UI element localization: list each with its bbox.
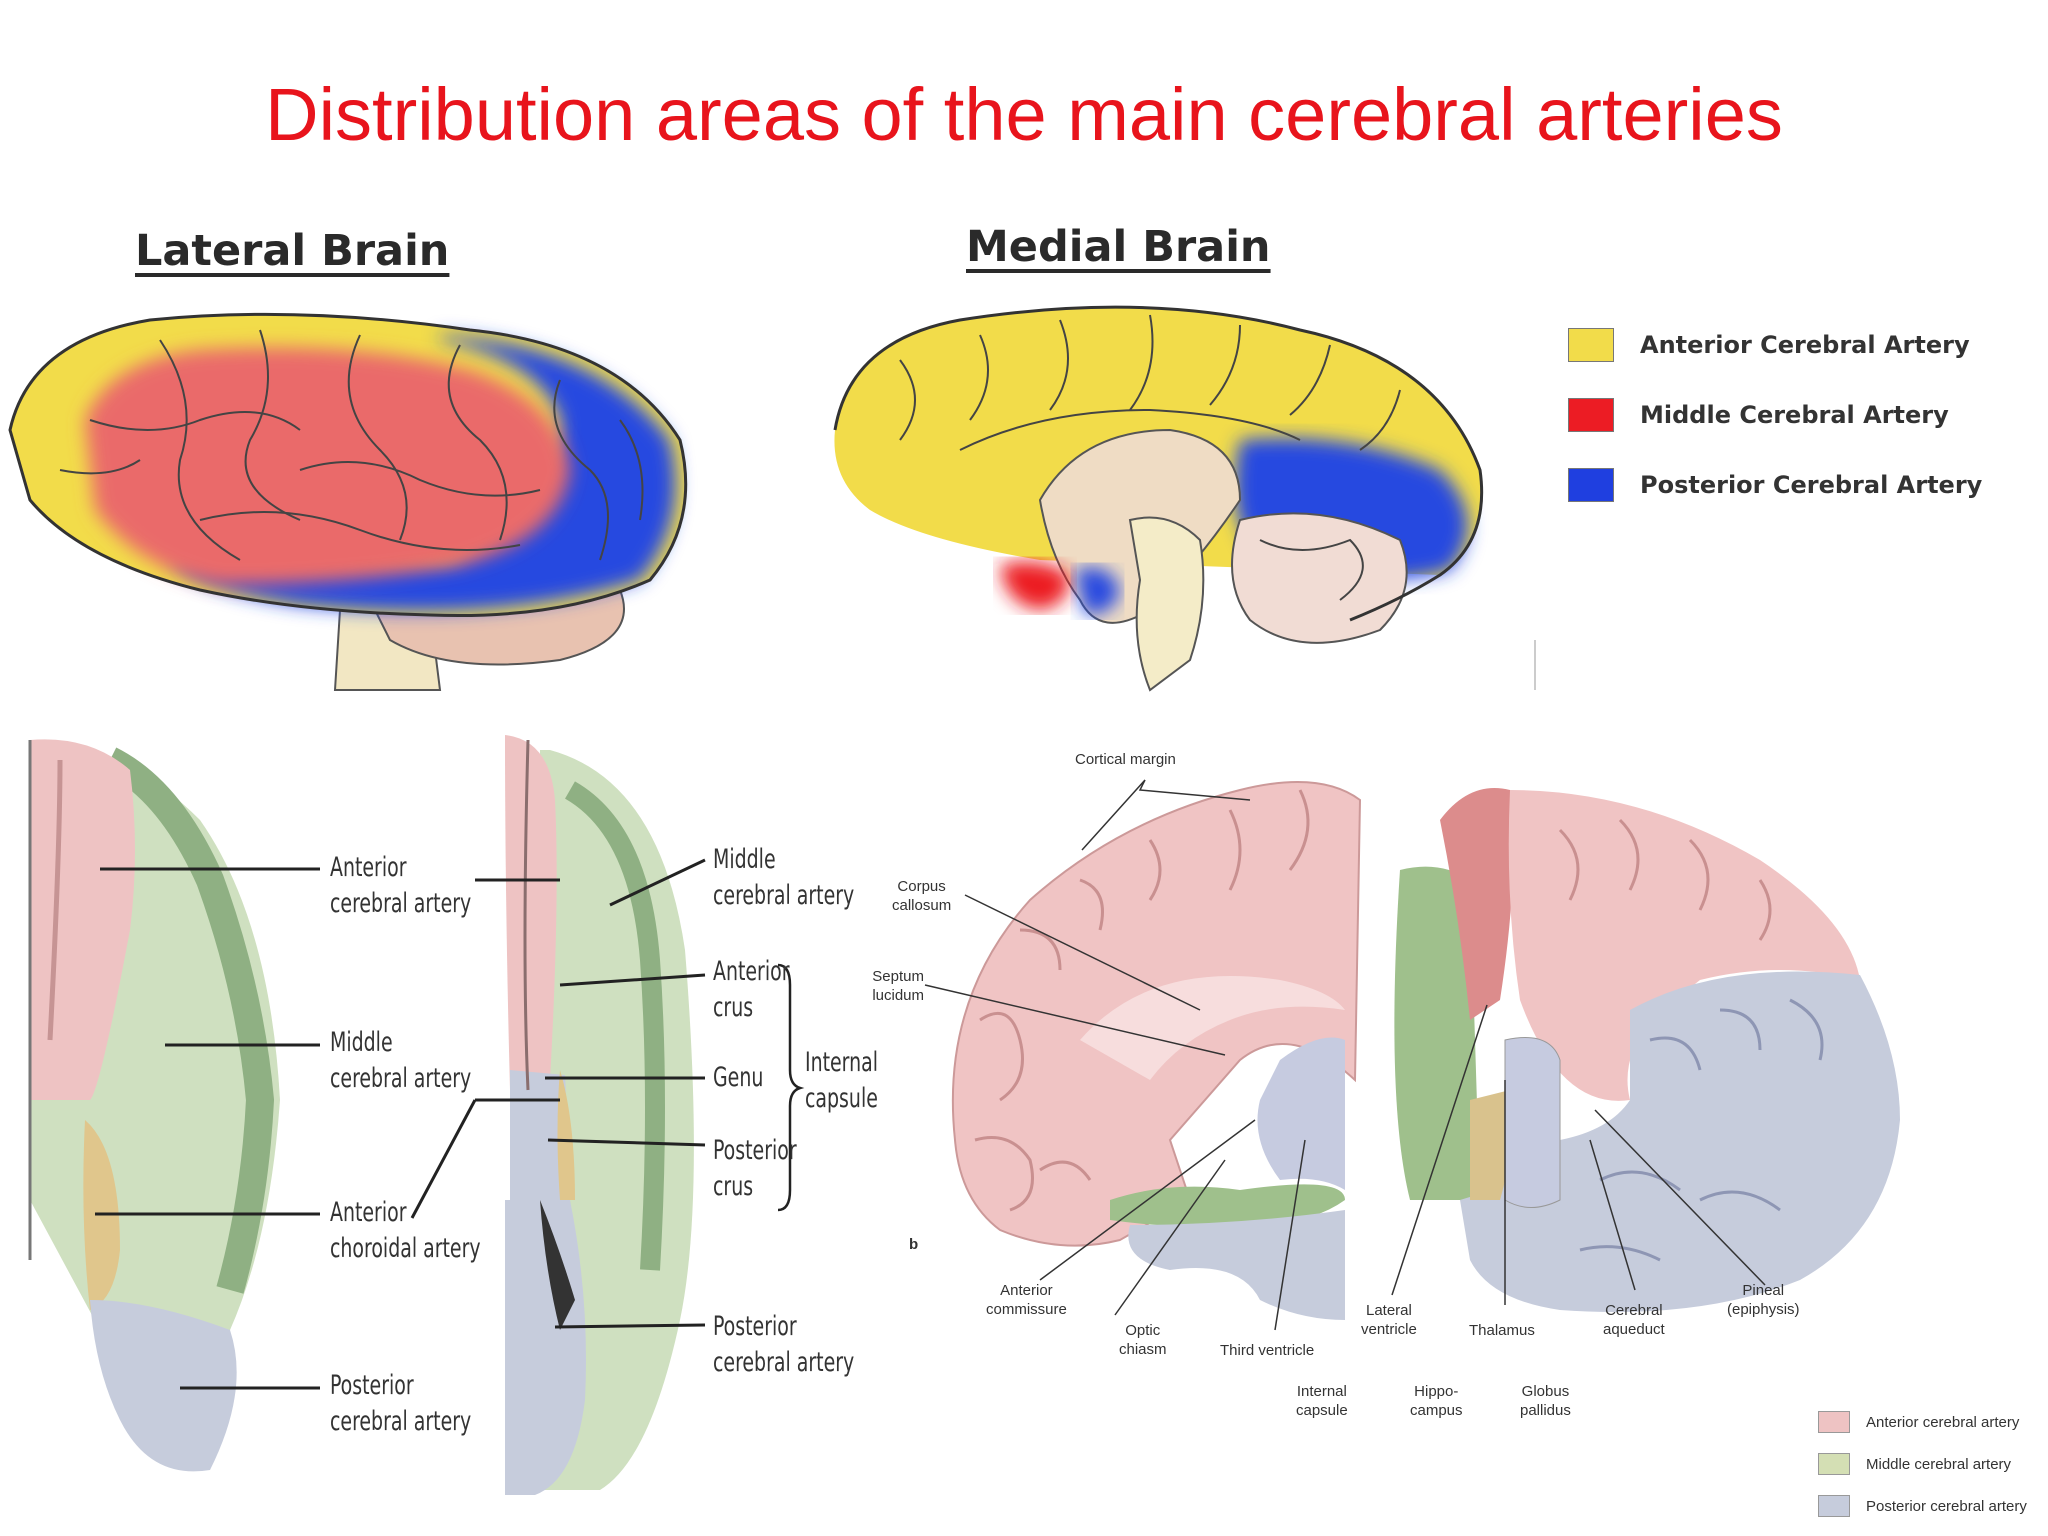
legend-item-anterior: Anterior Cerebral Artery — [1568, 310, 1982, 380]
label-internal-capsule-bottom: Internal capsule — [1296, 1383, 1348, 1419]
sagittal-legend-label-anterior: Anterior cerebral artery — [1866, 1413, 2020, 1431]
coronal-gyri — [1579, 998, 1824, 1262]
sagittal-legend-swatch-anterior — [1818, 1411, 1850, 1433]
coronal-pink-gyri — [1558, 818, 1772, 941]
sagittal-gyri — [974, 789, 1310, 1212]
sagittal-legend-item-anterior: Anterior cerebral artery — [1818, 1401, 2027, 1443]
label-optic-chiasm: Optic chiasm — [1119, 1322, 1167, 1358]
medial-brain-sulci — [899, 314, 1401, 601]
legend-swatch-anterior — [1568, 328, 1614, 362]
coronal-thalamus — [1504, 1037, 1561, 1208]
sagittal-section-right — [1394, 788, 1900, 1312]
axial-right-ventricle — [540, 1200, 575, 1330]
axial-left-leaders — [95, 867, 320, 1390]
axial-section-right — [505, 735, 694, 1495]
legend-swatch-posterior — [1568, 468, 1614, 502]
legend-item-posterior: Posterior Cerebral Artery — [1568, 450, 1982, 520]
legend-item-middle: Middle Cerebral Artery — [1568, 380, 1982, 450]
label-cerebral-aqueduct: Cerebral aqueduct — [1603, 1302, 1665, 1338]
sagittal-green — [1110, 1184, 1345, 1227]
sagittal-violet-lower — [1128, 1210, 1345, 1320]
lateral-brain-outline — [8, 312, 688, 618]
label-right-middle-cerebral-artery: Middle cerebral artery — [713, 844, 855, 912]
lateral-brain-figure — [8, 312, 688, 691]
label-hippocampus: Hippo- campus — [1410, 1383, 1463, 1419]
axial-right-violet-top — [510, 1070, 567, 1200]
axial-right-ochre — [557, 1070, 575, 1200]
internal-capsule-bracket — [777, 963, 805, 1212]
arterial-territory-legend: Anterior Cerebral Artery Middle Cerebral… — [1568, 310, 1982, 520]
sagittal-legend-item-posterior: Posterior cerebral artery — [1818, 1485, 2027, 1527]
label-posterior-cerebral-artery: Posterior cerebral artery — [330, 1370, 472, 1438]
sagittal-legend-swatch-posterior — [1818, 1495, 1850, 1517]
medial-blue-patch — [1075, 567, 1120, 615]
coronal-violet-main — [1460, 971, 1900, 1312]
axial-right-pink — [505, 735, 557, 1090]
label-anterior-cerebral-artery: Anterior cerebral artery — [330, 852, 472, 920]
label-globus-pallidus: Globus pallidus — [1520, 1383, 1571, 1419]
label-anterior-commissure: Anterior commissure — [986, 1282, 1067, 1318]
label-corpus-callosum: Corpus callosum — [892, 878, 952, 914]
panel-letter-b: b — [909, 1236, 919, 1253]
sagittal-legend: Anterior cerebral artery Middle cerebral… — [1818, 1401, 2027, 1527]
sagittal-legend-label-posterior: Posterior cerebral artery — [1866, 1497, 2027, 1515]
sagittal-leaders — [924, 779, 1766, 1331]
coronal-ochre — [1470, 1090, 1512, 1200]
axial-right-midline — [523, 739, 530, 1091]
label-third-ventricle: Third ventricle — [1220, 1342, 1315, 1359]
axial-left-green-deep — [103, 747, 275, 1294]
axial-right-green-inner — [564, 781, 665, 1271]
medial-brain-title: Medial Brain — [966, 222, 1271, 272]
axial-left-violet — [90, 1300, 237, 1472]
label-thalamus: Thalamus — [1469, 1322, 1535, 1339]
sagittal-legend-swatch-middle — [1818, 1453, 1850, 1475]
label-genu: Genu — [713, 1062, 764, 1093]
coronal-green — [1394, 866, 1480, 1200]
label-lateral-ventricle: Lateral ventricle — [1361, 1302, 1417, 1338]
label-pineal-epiphysis: Pineal (epiphysis) — [1727, 1282, 1800, 1318]
lateral-brain-title: Lateral Brain — [135, 226, 450, 276]
legend-label-middle: Middle Cerebral Artery — [1640, 401, 1949, 429]
legend-label-posterior: Posterior Cerebral Artery — [1640, 471, 1983, 499]
medial-brainstem — [1128, 516, 1205, 692]
medial-brain-outline — [833, 305, 1484, 622]
legend-swatch-middle — [1568, 398, 1614, 432]
lateral-brain-blue-region — [170, 335, 676, 612]
medial-brain-figure — [833, 305, 1484, 692]
lateral-brain-sulci — [59, 329, 644, 561]
label-internal-capsule: Internal capsule — [805, 1047, 878, 1115]
sagittal-thalamus-gray — [1257, 1037, 1345, 1190]
label-septum-lucidum: Septum lucidum — [872, 968, 924, 1004]
label-anterior-crus: Anterior crus — [713, 956, 790, 1024]
sagittal-corpus-callosum — [1080, 976, 1345, 1080]
label-anterior-choroidal-artery: Anterior choroidal artery — [330, 1197, 481, 1265]
label-posterior-crus: Posterior crus — [713, 1135, 797, 1203]
slide-title: Distribution areas of the main cerebral … — [265, 73, 1783, 156]
legend-label-anterior: Anterior Cerebral Artery — [1640, 331, 1970, 359]
medial-cerebellum — [1231, 512, 1408, 644]
lateral-brain-red-region — [85, 347, 570, 585]
label-middle-cerebral-artery: Middle cerebral artery — [330, 1027, 472, 1095]
axial-section-left — [28, 739, 280, 1472]
sagittal-section-left — [951, 781, 1362, 1320]
axial-left-pink-sulcus — [47, 759, 63, 1041]
label-cortical-margin: Cortical margin — [1075, 751, 1176, 768]
axial-left-pink — [30, 739, 135, 1100]
medial-red-patch — [1000, 561, 1070, 610]
sagittal-legend-label-middle: Middle cerebral artery — [1866, 1455, 2012, 1473]
axial-right-leaders — [410, 858, 706, 1329]
sagittal-legend-item-middle: Middle cerebral artery — [1818, 1443, 2027, 1485]
coronal-red — [1440, 788, 1514, 1020]
label-right-posterior-cerebral-artery: Posterior cerebral artery — [713, 1311, 855, 1379]
coronal-pink — [1508, 790, 1860, 1101]
